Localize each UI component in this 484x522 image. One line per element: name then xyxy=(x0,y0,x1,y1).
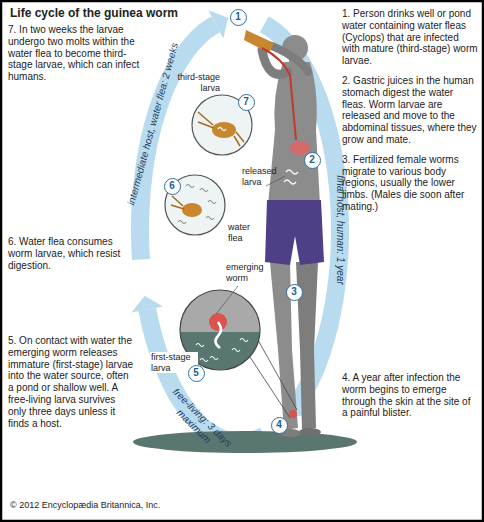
callout-number: 4 xyxy=(271,417,288,434)
cycle-arrowhead xyxy=(132,296,163,313)
step-text: 7. In two weeks the larvae undergo two m… xyxy=(8,24,144,83)
callout-number: 2 xyxy=(304,152,321,169)
copyright: © 2012 Encyclopædia Britannica, Inc. xyxy=(10,500,310,511)
callout-number: 5 xyxy=(188,365,205,382)
callout-number-text: 5 xyxy=(193,368,199,378)
step-text: 4. A year after infection the worm begin… xyxy=(342,372,478,419)
callout-number-text: 4 xyxy=(276,420,282,430)
callout-number: 6 xyxy=(164,178,181,195)
part-label: water flea xyxy=(228,222,264,243)
stage-label: final host, human: 1 year xyxy=(334,155,346,305)
callout-number-text: 7 xyxy=(243,97,249,107)
pond xyxy=(133,431,357,453)
callout-number-text: 2 xyxy=(309,155,315,165)
part-label: released larva xyxy=(242,166,284,187)
human-figure xyxy=(244,30,324,437)
step-text: 5. On contact with water the emerging wo… xyxy=(8,335,136,429)
callout-number-text: 6 xyxy=(169,181,175,191)
callout-number-text: 3 xyxy=(291,287,297,297)
inset-water-flea xyxy=(165,175,225,235)
part-label: emerging worm xyxy=(226,262,276,283)
step-text: 1. Person drinks well or pond water cont… xyxy=(342,8,478,67)
diagram-title: Life cycle of the guinea worm xyxy=(10,6,178,20)
callout-number: 7 xyxy=(238,94,255,111)
step-text: 3. Fertilized female worms migrate to va… xyxy=(342,154,478,213)
cycle-arrowhead xyxy=(208,10,228,38)
step-text: 6. Water flea consumes worm larvae, whic… xyxy=(8,236,134,271)
callout-number-text: 1 xyxy=(235,12,241,22)
leader-line xyxy=(216,286,238,314)
callout-number: 1 xyxy=(230,9,247,26)
callout-number: 3 xyxy=(286,284,303,301)
part-label: third-stage larva xyxy=(162,72,220,93)
leader-line xyxy=(266,176,285,186)
step-text: 2. Gastric juices in the human stomach d… xyxy=(342,75,478,146)
